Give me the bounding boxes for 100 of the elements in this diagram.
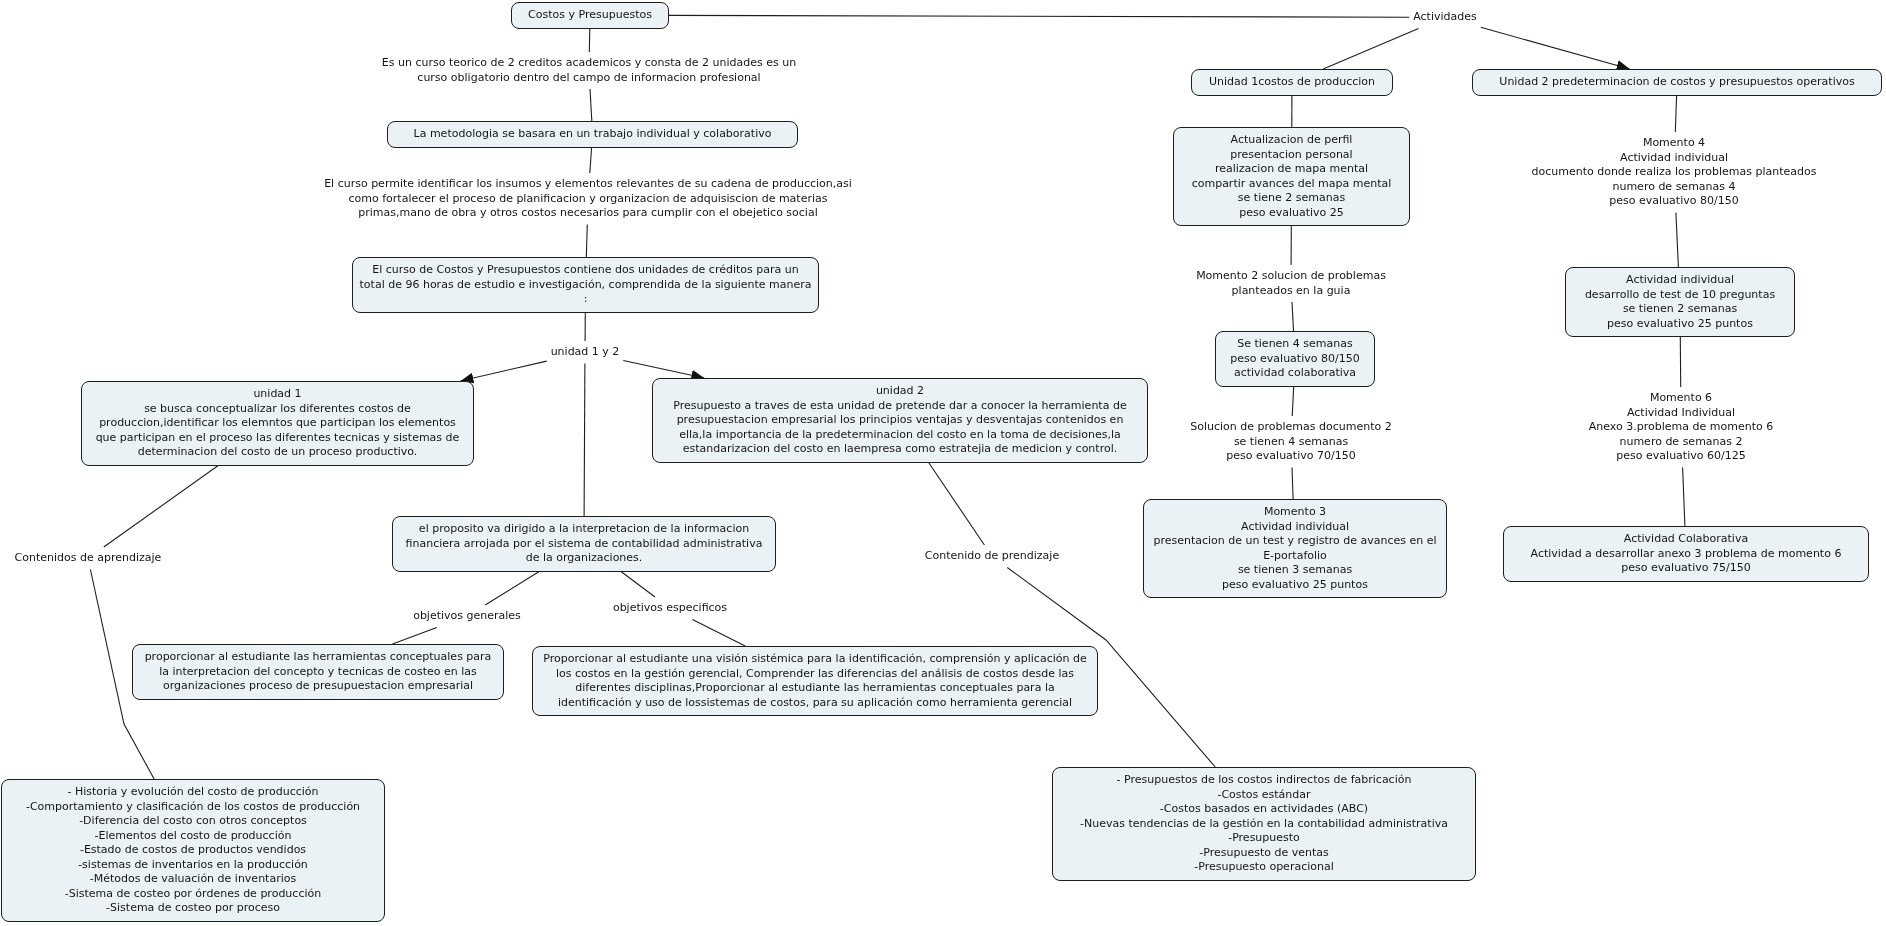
connector-line [1006,566,1216,768]
concept-text: -Presupuesto operacional [1194,860,1334,875]
concept-text: -Presupuesto [1228,831,1300,846]
arrow [1480,26,1631,71]
concept-text: -Nuevas tendencias de la gestión en la contabilidad administrativa [1080,816,1448,831]
concept-text: - Historia y evolución del costo de producción [67,785,319,800]
concept-text: -Sistema de costeo por órdenes de producción [64,886,322,901]
concept-text: peso evaluativo 25 [1239,205,1344,220]
linking-phrase: Solucion de problemas documento 2 [1190,420,1392,435]
concept-text: se busca conceptualizar los diferentes costos de produccion,identificar los elemntos que participan los elementos que participan en el proceso las diferentes tecnicas y sistemas de determinacion del costo de un proceso productivo. [94,401,461,460]
connector-line [89,568,155,780]
linking-phrase: unidad 1 y 2 [550,345,620,360]
concept-box [1472,69,1882,96]
connector-line [928,461,985,546]
concept-box [1191,69,1393,96]
linking-phrase: Contenidos de aprendizaje [14,551,162,566]
connector-line [1291,466,1294,500]
concept-text: se tienen 3 semanas [1237,563,1353,578]
connector-line [484,570,540,606]
linking-phrase: peso evaluativo 60/125 [1616,449,1746,464]
linking-phrase: objetivos especificos [612,601,728,616]
connector-line [1291,385,1295,417]
concept-box [652,378,1148,463]
linking-phrase: El curso permite identificar los insumos y elementos relevantes de su cadena de produccion,asi como fortalecer el proceso de planificacion y organizacion de adquisiscion de materias primas,mano de obra y otros costos necesarios para cumplir con el obejetico social [323,177,853,221]
concept-text: Se tienen 4 semanas [1237,337,1353,352]
linking-phrase: Contenido de prendizaje [924,549,1060,564]
concept-text: peso evaluativo 80/150 [1230,351,1360,366]
concept-text: - Presupuestos de los costos indirectos de fabricación [1116,773,1412,788]
concept-box [1052,767,1476,881]
linking-phrase: Actividad individual [1620,150,1728,165]
connector-line [691,618,746,647]
concept-text: Proporcionar al estudiante una visión sistémica para la identificación, comprensión y aplicación de los costos en la gestión gerencial, Comprender las diferencias del análisis de costos desde las diferentes disciplinas,Proporcionar al estudiante las herramientas conceptuales para la identificación y uso de lossistemas de costos, para su aplicación como herramienta gerencial [542,652,1088,710]
concept-text: Actividad Colaborativa [1623,532,1749,547]
linking-phrase: Momento 4 [1642,136,1706,151]
connector-line [1675,211,1679,268]
concept-text: -Métodos de valuación de inventarios [89,872,297,887]
concept-text: presentacion personal [1230,147,1353,162]
concept-text: -Elementos del costo de producción [94,828,292,843]
concept-text: Momento 3 [1263,505,1327,520]
connector-line [1322,27,1420,70]
concept-text: -Comportamiento y clasificación de los costos de producción [25,799,361,814]
connector-line [1291,301,1295,332]
concept-text: Unidad 2 predeterminacion de costos y presupuestos operativos [1499,75,1855,90]
connector-line [620,570,656,598]
concept-box [352,257,819,313]
concept-text: desarrollo de test de 10 preguntas [1584,287,1776,302]
concept-text: -Estado de costos de productos vendidos [79,843,307,858]
connector-line [588,27,591,53]
concept-box [1,779,385,922]
concept-box [1215,331,1375,387]
linking-phrase: objetivos generales [413,609,521,624]
concept-text: el proposito va dirigido a la interpretacion de la informacion financiera arrojada por el sistema de contabilidad administrativa de la organizaciones. [404,522,764,566]
concept-text: compartir avances del mapa mental [1191,176,1392,191]
connector-line [584,311,586,342]
concept-text: -sistemas de inventarios en la producción [78,857,308,872]
linking-phrase: Momento 6 [1649,391,1713,406]
linking-phrase: Actividad Individual [1626,405,1736,420]
concept-text: unidad 2 [875,384,925,399]
concept-text: La metodologia se basara en un trabajo individual y colaborativo [413,127,772,142]
concept-text: -Sistema de costeo por proceso [106,901,280,916]
linking-phrase: Actividades [1413,10,1477,25]
concept-box [1143,499,1447,598]
concept-text: El curso de Costos y Presupuestos contiene dos unidades de créditos para un total de 96 horas de estudio e investigación, comprendida de la siguiente manera : [359,263,812,307]
linking-phrase: se tienen 4 semanas [1233,434,1349,449]
linking-phrase: peso evaluativo 70/150 [1226,449,1356,464]
connector-line [589,88,593,122]
concept-box [387,121,798,148]
concept-text: -Presupuesto de ventas [1199,845,1329,860]
concept-box [1565,267,1795,337]
concept-box [511,2,669,29]
concept-text: Actividad individual [1626,273,1734,288]
concept-text: proporcionar al estudiante las herramientas conceptuales para la interpretacion del concepto y tecnicas de costeo en las organizaciones proceso de presupuestacion empresarial [143,650,493,694]
connector-line [1291,94,1293,128]
connector-line [103,464,219,548]
concept-text: -Diferencia del costo con otros conceptos [79,814,307,829]
linking-phrase: Anexo 3.problema de momento 6 [1588,420,1774,435]
concept-text: peso evaluativo 25 puntos [1607,316,1753,331]
connector-line [668,14,1410,18]
connector-line [585,223,588,258]
connector-line [391,626,438,645]
concept-text: Actividad a desarrollar anexo 3 problema de momento 6 [1530,546,1842,561]
concept-box [1173,127,1410,226]
connector-line [583,362,586,517]
connector-line [1679,336,1682,388]
connector-line [589,146,593,174]
connector-line [1674,94,1678,133]
linking-phrase: documento donde realiza los problemas planteados [1531,165,1817,180]
concept-text: unidad 1 [253,387,302,402]
connector-line [1682,466,1686,527]
linking-phrase: Es un curso teorico de 2 creditos academicos y consta de 2 unidades es un curso obligatorio dentro del campo de informacion profesional [380,56,798,85]
connector-line [1290,225,1292,266]
concept-box [1503,526,1869,582]
concept-text: Actividad individual [1241,519,1349,534]
concept-text: realizacion de mapa mental [1214,162,1369,177]
concept-text: -Costos estándar [1217,787,1311,802]
concept-text: se tiene 2 semanas [1237,191,1346,206]
linking-phrase: numero de semanas 2 [1619,434,1743,449]
concept-box [81,381,474,466]
concept-text: -Costos basados en actividades (ABC) [1159,802,1369,817]
concept-text: actividad colaborativa [1233,366,1357,381]
